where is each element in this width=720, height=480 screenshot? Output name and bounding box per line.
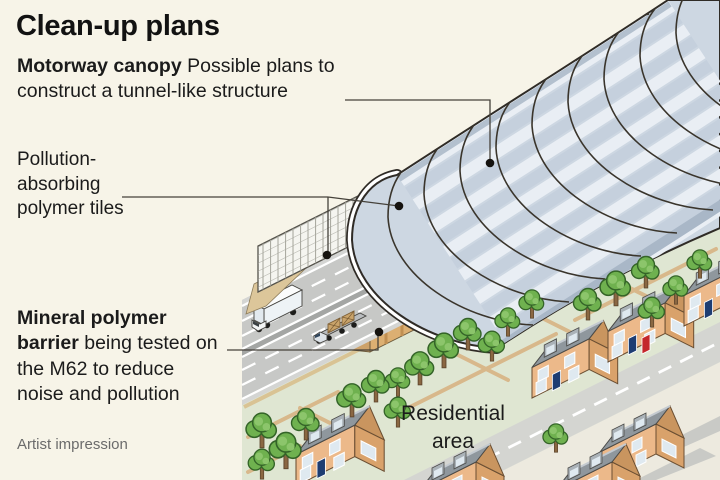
dot-barrier: [374, 327, 384, 337]
leader-canopy: [345, 99, 491, 160]
leader-dots: [322, 158, 495, 337]
dot-fence: [322, 250, 332, 260]
credit-note: Artist impression: [17, 436, 128, 453]
label-residential-area: Residential area: [401, 402, 505, 453]
houses: [294, 247, 720, 480]
leader-lines: [122, 99, 491, 351]
label-mineral-barrier-text: being tested on the M62 to reduce noise …: [17, 332, 218, 406]
dot-canopy: [485, 158, 495, 168]
leader-barrier: [227, 335, 379, 351]
label-motorway-canopy-lead: Motorway canopy: [17, 55, 182, 77]
red-door: [641, 333, 651, 355]
label-mineral-barrier-lead: Mineral polymer barrier: [17, 307, 167, 355]
leader-tiles-to-lining: [327, 196, 400, 207]
label-motorway-canopy-text: Possible plans to construct a tunnel-lik…: [17, 55, 335, 103]
label-polymer-tiles: Pollution-absorbing polymer tiles: [17, 149, 124, 220]
motorway-canopy: [345, 0, 720, 354]
label-motorway-canopy: Motorway canopy Possible plans to constr…: [17, 54, 351, 105]
label-mineral-barrier: Mineral polymer barrier being tested on …: [17, 306, 219, 407]
dot-tile-lining: [394, 201, 404, 211]
page-title: Clean-up plans: [16, 10, 220, 42]
